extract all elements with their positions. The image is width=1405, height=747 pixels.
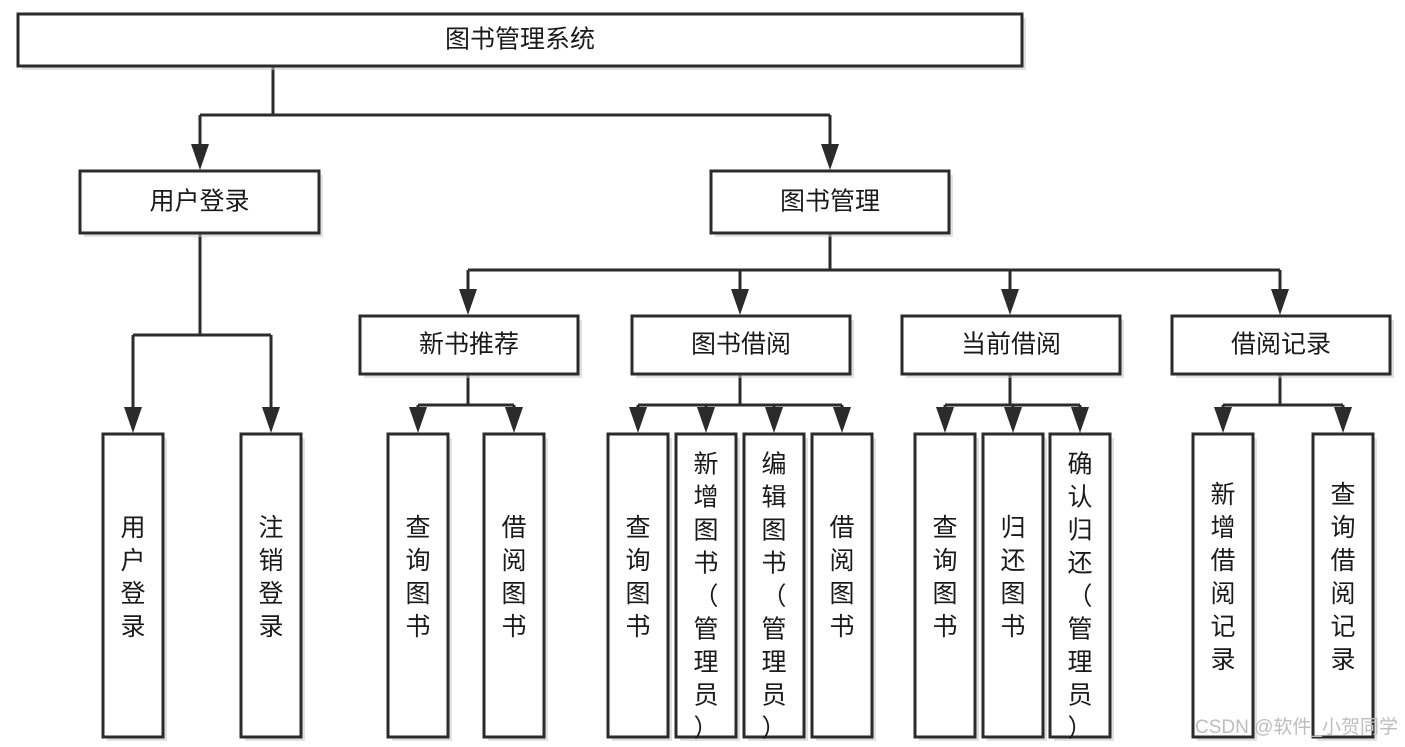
- node-label: 图书借阅: [691, 331, 791, 359]
- arrow-head-icon: [1071, 407, 1089, 433]
- node-box[interactable]: [674, 432, 738, 739]
- node-label: 新增借阅记录: [1210, 481, 1235, 674]
- arrow-head-icon: [821, 144, 839, 170]
- arrow-head-icon: [262, 407, 280, 433]
- node-f-borrow-borrow-book[interactable]: 借阅图书: [810, 432, 876, 741]
- node-box[interactable]: [482, 432, 546, 739]
- node-box[interactable]: [606, 432, 670, 739]
- node-current-borrow[interactable]: 当前借阅: [900, 314, 1124, 378]
- arrow-head-icon: [629, 407, 647, 433]
- node-box[interactable]: [16, 12, 1024, 68]
- node-label: 借阅图书: [501, 514, 526, 641]
- arrow-head-icon: [459, 289, 477, 315]
- node-label: 借阅记录: [1231, 331, 1331, 359]
- node-box[interactable]: [981, 432, 1045, 739]
- node-label: 图书管理系统: [445, 26, 595, 54]
- arrow-head-icon: [124, 407, 142, 433]
- node-user-login[interactable]: 用户登录: [78, 169, 323, 237]
- node-box[interactable]: [386, 432, 450, 739]
- node-f-rec-borrow-book[interactable]: 借阅图书: [482, 432, 548, 741]
- node-f-rec-query-book[interactable]: 查询图书: [386, 432, 452, 741]
- node-f-borrow-edit-book[interactable]: 编辑图书（管理员）: [742, 432, 808, 743]
- node-box[interactable]: [101, 432, 165, 739]
- arrow-head-icon: [1214, 407, 1232, 433]
- arrow-head-icon: [1001, 289, 1019, 315]
- node-box[interactable]: [630, 314, 852, 376]
- arrow-head-icon: [1004, 407, 1022, 433]
- connector-group-currentborrow-to-functions: [936, 374, 1089, 433]
- node-box[interactable]: [709, 169, 951, 235]
- node-f-user-logout[interactable]: 注销登录: [239, 432, 305, 741]
- node-f-rec-query-record[interactable]: 查询借阅记录: [1311, 432, 1377, 741]
- connector-layer: [124, 66, 1352, 433]
- arrow-head-icon: [409, 407, 427, 433]
- connector-group-newbookrec-to-functions: [409, 374, 523, 433]
- arrow-head-icon: [191, 144, 209, 170]
- node-label: 当前借阅: [961, 331, 1061, 359]
- node-label: 查询图书: [625, 514, 650, 641]
- node-borrow-record[interactable]: 借阅记录: [1170, 314, 1394, 378]
- node-box[interactable]: [900, 314, 1122, 376]
- node-book-borrow[interactable]: 图书借阅: [630, 314, 854, 378]
- node-f-borrow-query-book[interactable]: 查询图书: [606, 432, 672, 741]
- node-label: 编辑图书（管理员）: [761, 451, 786, 743]
- arrow-head-icon: [765, 407, 783, 433]
- node-box[interactable]: [358, 314, 580, 376]
- node-book-manage[interactable]: 图书管理: [709, 169, 953, 237]
- node-box[interactable]: [239, 432, 303, 739]
- arrow-head-icon: [731, 289, 749, 315]
- node-label: 归还图书: [1000, 514, 1025, 641]
- node-box[interactable]: [1048, 432, 1112, 739]
- node-box[interactable]: [78, 169, 321, 235]
- node-f-cur-return-book[interactable]: 归还图书: [981, 432, 1047, 741]
- node-label: 查询借阅记录: [1330, 481, 1355, 674]
- arrow-head-icon: [505, 407, 523, 433]
- node-label: 查询图书: [405, 514, 430, 641]
- node-box[interactable]: [1170, 314, 1392, 376]
- node-label: 新增图书（管理员）: [693, 451, 718, 743]
- node-f-borrow-add-book[interactable]: 新增图书（管理员）: [674, 432, 740, 743]
- node-label: 用户登录: [120, 514, 145, 641]
- node-f-rec-add-record[interactable]: 新增借阅记录: [1191, 432, 1257, 741]
- arrow-head-icon: [697, 407, 715, 433]
- arrow-head-icon: [1271, 289, 1289, 315]
- node-label: 用户登录: [149, 188, 249, 216]
- arrow-head-icon: [936, 407, 954, 433]
- node-f-user-login[interactable]: 用户登录: [101, 432, 167, 741]
- arrow-head-icon: [1334, 407, 1352, 433]
- connector-group-bookborrow-to-functions: [629, 374, 851, 433]
- node-root[interactable]: 图书管理系统: [16, 12, 1026, 70]
- arrow-head-icon: [833, 407, 851, 433]
- connector-group-modules-to-submodules: [459, 233, 1289, 315]
- node-label: 注销登录: [258, 514, 283, 641]
- node-box[interactable]: [742, 432, 806, 739]
- node-f-cur-query-book[interactable]: 查询图书: [913, 432, 979, 741]
- connector-group-root-to-modules: [191, 66, 839, 170]
- node-new-book-rec[interactable]: 新书推荐: [358, 314, 582, 378]
- node-label: 确认归还（管理员）: [1067, 451, 1092, 743]
- node-box[interactable]: [810, 432, 874, 739]
- connector-group-borrowrecord-to-functions: [1214, 374, 1352, 433]
- node-label: 新书推荐: [419, 331, 519, 359]
- node-box[interactable]: [1191, 432, 1255, 739]
- node-f-cur-confirm-return[interactable]: 确认归还（管理员）: [1048, 432, 1114, 743]
- node-layer: 图书管理系统用户登录图书管理新书推荐图书借阅当前借阅借阅记录用户登录注销登录查询…: [16, 12, 1394, 743]
- node-box[interactable]: [913, 432, 977, 739]
- node-label: 图书管理: [780, 188, 880, 216]
- watermark-text: CSDN @软件_小贺同学: [1195, 716, 1398, 738]
- connector-group-userlogin-to-functions: [124, 233, 280, 433]
- node-label: 查询图书: [932, 514, 957, 641]
- node-box[interactable]: [1311, 432, 1375, 739]
- node-label: 借阅图书: [829, 514, 854, 641]
